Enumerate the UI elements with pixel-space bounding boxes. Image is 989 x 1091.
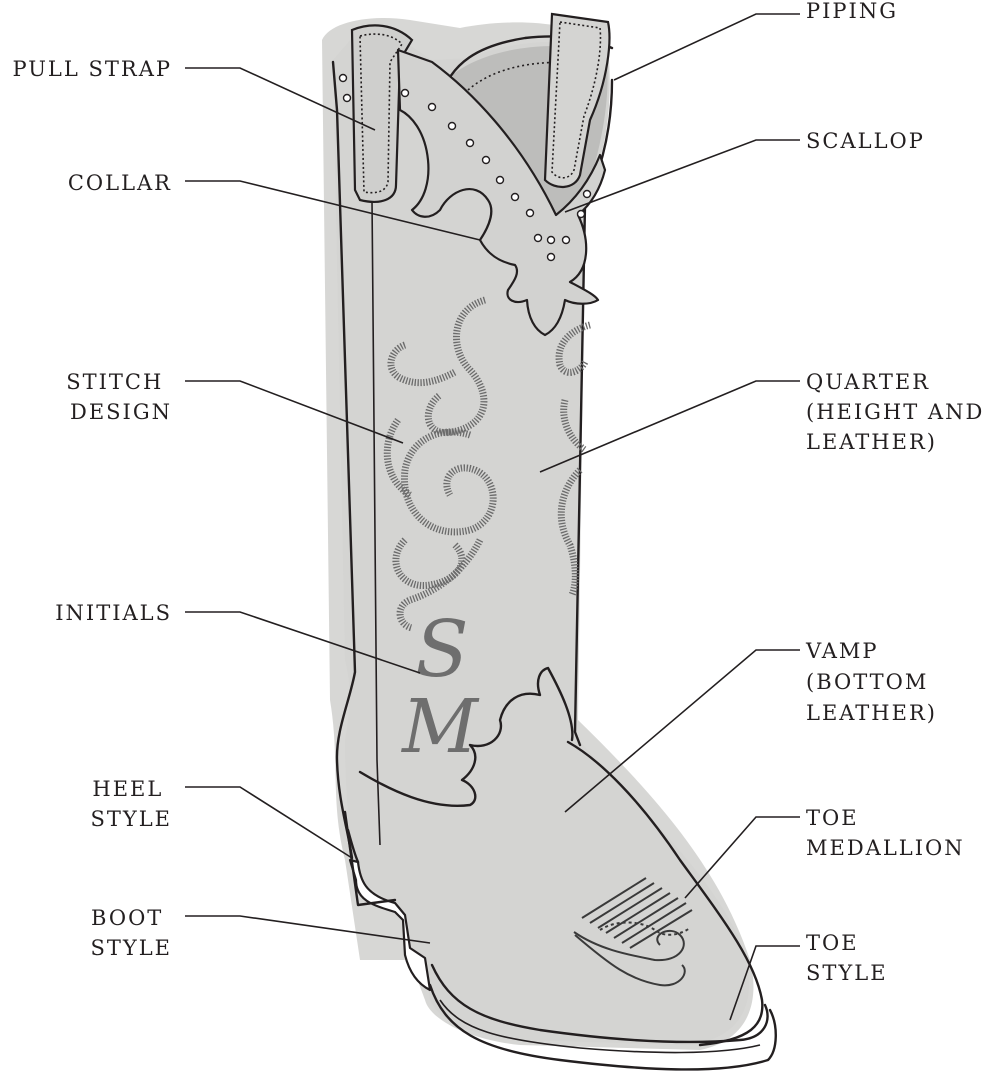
vamp-scallop-edge [358, 666, 574, 807]
sole-top [430, 963, 769, 1044]
toe-outline [566, 740, 764, 1047]
label-stitch-design: STITCH DESIGN [66, 370, 172, 424]
welt-line [439, 999, 761, 1054]
leader-lines [185, 13, 800, 1021]
initial-first: S [415, 605, 468, 695]
collar-wing [396, 48, 607, 337]
label-pull-strap: PULL STRAP [12, 57, 172, 81]
heel-cap [346, 828, 360, 864]
label-initials: INITIALS [55, 601, 172, 625]
heel-back [343, 810, 397, 907]
label-piping: PIPING [806, 0, 898, 23]
label-collar: COLLAR [68, 171, 172, 195]
collar-holes [338, 73, 592, 262]
initial-second: M [400, 684, 480, 770]
back-seam [371, 199, 381, 846]
toe-medallion [573, 877, 693, 987]
label-quarter: QUARTER (HEIGHT AND LEATHER) [806, 370, 989, 454]
label-scallop: SCALLOP [806, 129, 925, 153]
label-heel-style: HEEL STYLE [90, 777, 172, 831]
label-toe-medallion: TOE MEDALLION [806, 806, 965, 860]
boot-shaft-leather [333, 38, 749, 1045]
pull-strap-front [543, 12, 611, 188]
stitch-design [383, 296, 592, 632]
pull-strap-back-stitch [359, 33, 404, 194]
label-vamp: VAMP (BOTTOM LEATHER) [805, 639, 937, 725]
label-toe-style: TOE STYLE [806, 931, 888, 985]
sole-bottom [428, 983, 777, 1071]
pull-strap-front-stitch [551, 21, 602, 179]
pull-strap-back [350, 24, 414, 203]
label-boot-style: BOOT STYLE [90, 906, 172, 960]
